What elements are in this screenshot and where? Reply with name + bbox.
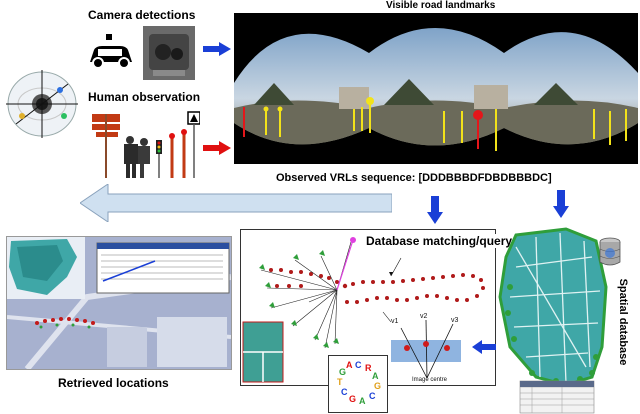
spatial-database-label: Spatial database	[617, 278, 629, 366]
large-left-arrow-icon	[80, 184, 392, 222]
camera-detections-label: Camera detections	[88, 8, 196, 22]
vector-label-v3: v3	[451, 317, 459, 324]
autonomous-car-icon	[86, 32, 134, 72]
letter-wheel-icon: C R A G C A G C T G A	[328, 355, 388, 413]
svg-text:A: A	[372, 371, 379, 381]
svg-text:G: G	[374, 381, 381, 391]
spatial-database-map	[496, 227, 608, 414]
svg-text:A: A	[359, 396, 366, 406]
down-arrow-icon	[427, 196, 443, 224]
human-observation-illustration	[86, 108, 200, 180]
svg-text:C: C	[369, 391, 376, 401]
left-arrow-icon	[472, 340, 496, 354]
human-observation-label: Human observation	[88, 90, 201, 104]
vector-label-v2: v2	[420, 313, 428, 320]
image-centre-label: Image centre	[412, 377, 448, 383]
svg-text:C: C	[355, 360, 362, 370]
vector-label-v1: v1	[391, 318, 399, 325]
camera-device-photo	[143, 26, 195, 80]
database-matching-label: Database matching/query	[366, 234, 513, 248]
svg-text:G: G	[339, 367, 346, 377]
visible-road-landmarks-label: Visible road landmarks	[386, 0, 496, 11]
blue-arrow-icon	[203, 42, 231, 56]
observed-sequence-label: Observed VRLs sequence: [DDDBBBDFDBDBBBD…	[276, 172, 552, 184]
database-icon	[598, 237, 622, 267]
panorama-image	[234, 13, 638, 164]
sensor-sphere-icon	[2, 64, 82, 144]
retrieved-locations-image	[6, 236, 232, 370]
retrieved-locations-label: Retrieved locations	[58, 376, 169, 390]
down-arrow-icon	[553, 190, 569, 218]
svg-text:T: T	[337, 377, 343, 387]
svg-text:G: G	[349, 394, 356, 404]
svg-text:R: R	[365, 363, 372, 373]
svg-text:A: A	[346, 360, 353, 370]
red-arrow-icon	[203, 141, 231, 155]
svg-text:C: C	[341, 387, 348, 397]
